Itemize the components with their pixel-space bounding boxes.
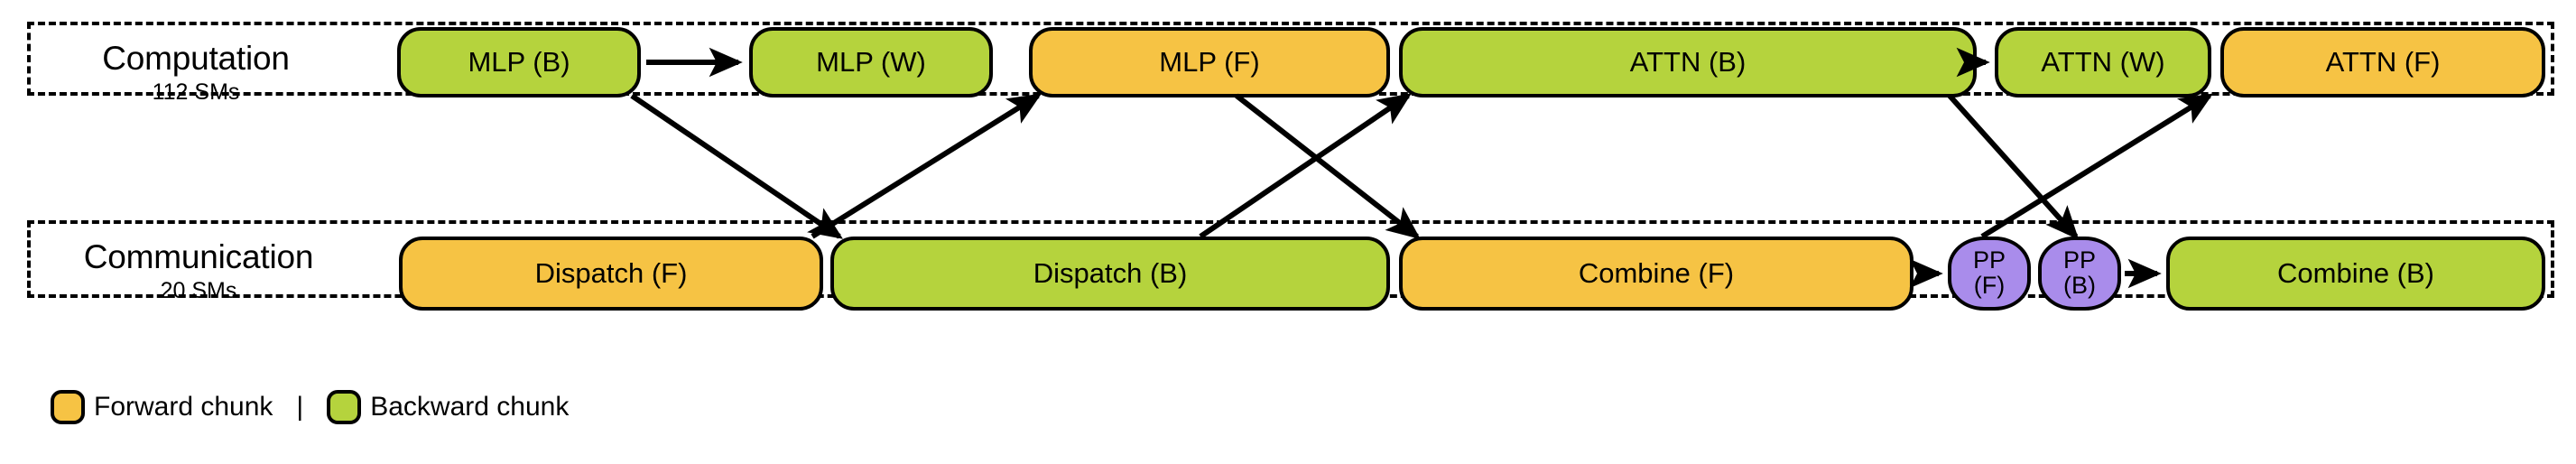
block-mlp-b[interactable]: MLP (B)	[397, 27, 641, 97]
block-dispatch-f[interactable]: Dispatch (F)	[399, 237, 823, 311]
block-combine-f[interactable]: Combine (F)	[1399, 237, 1913, 311]
block-mlp-w[interactable]: MLP (W)	[749, 27, 993, 97]
block-combine-b[interactable]: Combine (B)	[2166, 237, 2545, 311]
block-pp-b-line1: PP	[2062, 246, 2097, 274]
lane-communication-title-sub: 20 SMs	[160, 277, 237, 303]
arrow-dispatch-b-to-attn-b	[1199, 93, 1412, 239]
legend: Forward chunk | Backward chunk	[51, 390, 569, 424]
block-attn-b[interactable]: ATTN (B)	[1399, 27, 1977, 97]
arrow-dispatch-f-to-mlp-f	[811, 93, 1042, 239]
block-mlp-f[interactable]: MLP (F)	[1029, 27, 1390, 97]
arrow-mlp-b-to-dispatch-b	[630, 93, 843, 239]
block-pp-b-line2: (B)	[2063, 272, 2096, 299]
legend-swatch-forward-icon	[51, 390, 85, 424]
block-attn-w[interactable]: ATTN (W)	[1995, 27, 2211, 97]
lane-computation-title-sub: 112 SMs	[152, 79, 240, 105]
block-pp-f-line1: PP	[1972, 246, 2006, 274]
legend-label-forward: Forward chunk	[94, 392, 273, 422]
block-dispatch-b[interactable]: Dispatch (B)	[830, 237, 1390, 311]
arrow-pp-f-to-attn-f	[1980, 93, 2214, 239]
arrow-mlp-f-to-combine-f	[1235, 93, 1421, 239]
block-pp-f[interactable]: PP (F)	[1948, 237, 2031, 311]
legend-label-backward: Backward chunk	[370, 392, 570, 422]
block-pp-b[interactable]: PP (B)	[2038, 237, 2121, 311]
block-pp-f-line2: (F)	[1973, 272, 2006, 299]
lane-communication-title: Communication 20 SMs	[36, 238, 361, 303]
arrow-attn-b-to-pp-b	[1947, 93, 2080, 240]
legend-separator: |	[296, 392, 304, 422]
lane-communication-title-main: Communication	[83, 238, 314, 275]
legend-swatch-backward-icon	[327, 390, 362, 424]
lane-computation-title: Computation 112 SMs	[47, 40, 345, 105]
legend-item-backward: Backward chunk	[327, 390, 569, 424]
legend-item-forward: Forward chunk	[51, 390, 273, 424]
lane-computation-title-main: Computation	[102, 40, 290, 77]
block-attn-f[interactable]: ATTN (F)	[2220, 27, 2545, 97]
